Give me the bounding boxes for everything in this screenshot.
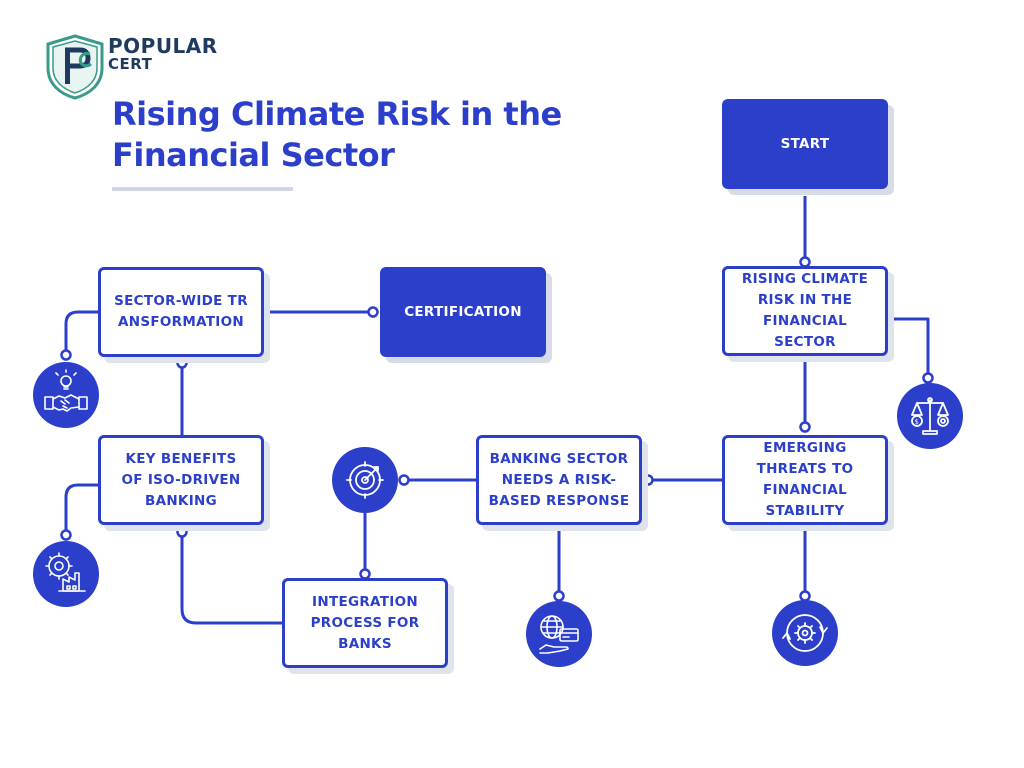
node-emerging-threats: EMERGING THREATS TO FINANCIAL STABILITY bbox=[722, 435, 888, 525]
brand-line-2: CERT bbox=[108, 55, 153, 73]
gear-cycle-icon bbox=[772, 600, 838, 666]
handshake-lightbulb-icon bbox=[33, 362, 99, 428]
shield-logo-icon bbox=[46, 34, 104, 100]
brand-line-1: POPULAR bbox=[108, 34, 218, 58]
title-underline bbox=[112, 187, 293, 191]
node-rising-climate-risk-label: RISING CLIMATE RISK IN THE FINANCIAL SEC… bbox=[741, 271, 869, 350]
globe-card-hand-icon bbox=[526, 601, 592, 667]
node-rising-climate-risk: RISING CLIMATE RISK IN THE FINANCIAL SEC… bbox=[722, 266, 888, 356]
node-banking-sector-label: BANKING SECTOR NEEDS A RISK-BASED RESPON… bbox=[488, 450, 630, 509]
node-sector-wide-transformation: SECTOR-WIDE TRANSFORMATION bbox=[98, 267, 264, 357]
svg-text:$: $ bbox=[915, 418, 919, 426]
node-integration-process-label: INTEGRATION PROCESS FOR BANKS bbox=[310, 593, 420, 652]
page-title: Rising Climate Risk in the Financial Sec… bbox=[112, 95, 562, 174]
node-start: START bbox=[722, 99, 888, 189]
node-emerging-threats-label: EMERGING THREATS TO FINANCIAL STABILITY bbox=[756, 440, 854, 519]
brand-logo: POPULAR CERT bbox=[44, 34, 244, 104]
node-sector-wide-transformation-label: SECTOR-WIDE TRANSFORMATION bbox=[114, 293, 248, 330]
money-scale-icon: $ bbox=[897, 383, 963, 449]
node-integration-process: INTEGRATION PROCESS FOR BANKS bbox=[282, 578, 448, 668]
node-key-benefits-label: KEY BENEFITS OF ISO-DRIVEN BANKING bbox=[121, 450, 241, 509]
node-banking-sector: BANKING SECTOR NEEDS A RISK-BASED RESPON… bbox=[476, 435, 642, 525]
node-certification: CERTIFICATION bbox=[380, 267, 546, 357]
node-start-label: START bbox=[780, 135, 830, 152]
target-icon bbox=[332, 447, 398, 513]
node-certification-label: CERTIFICATION bbox=[404, 303, 522, 320]
brand-name: POPULAR CERT bbox=[108, 36, 218, 73]
factory-gear-icon bbox=[33, 541, 99, 607]
node-key-benefits: KEY BENEFITS OF ISO-DRIVEN BANKING bbox=[98, 435, 264, 525]
